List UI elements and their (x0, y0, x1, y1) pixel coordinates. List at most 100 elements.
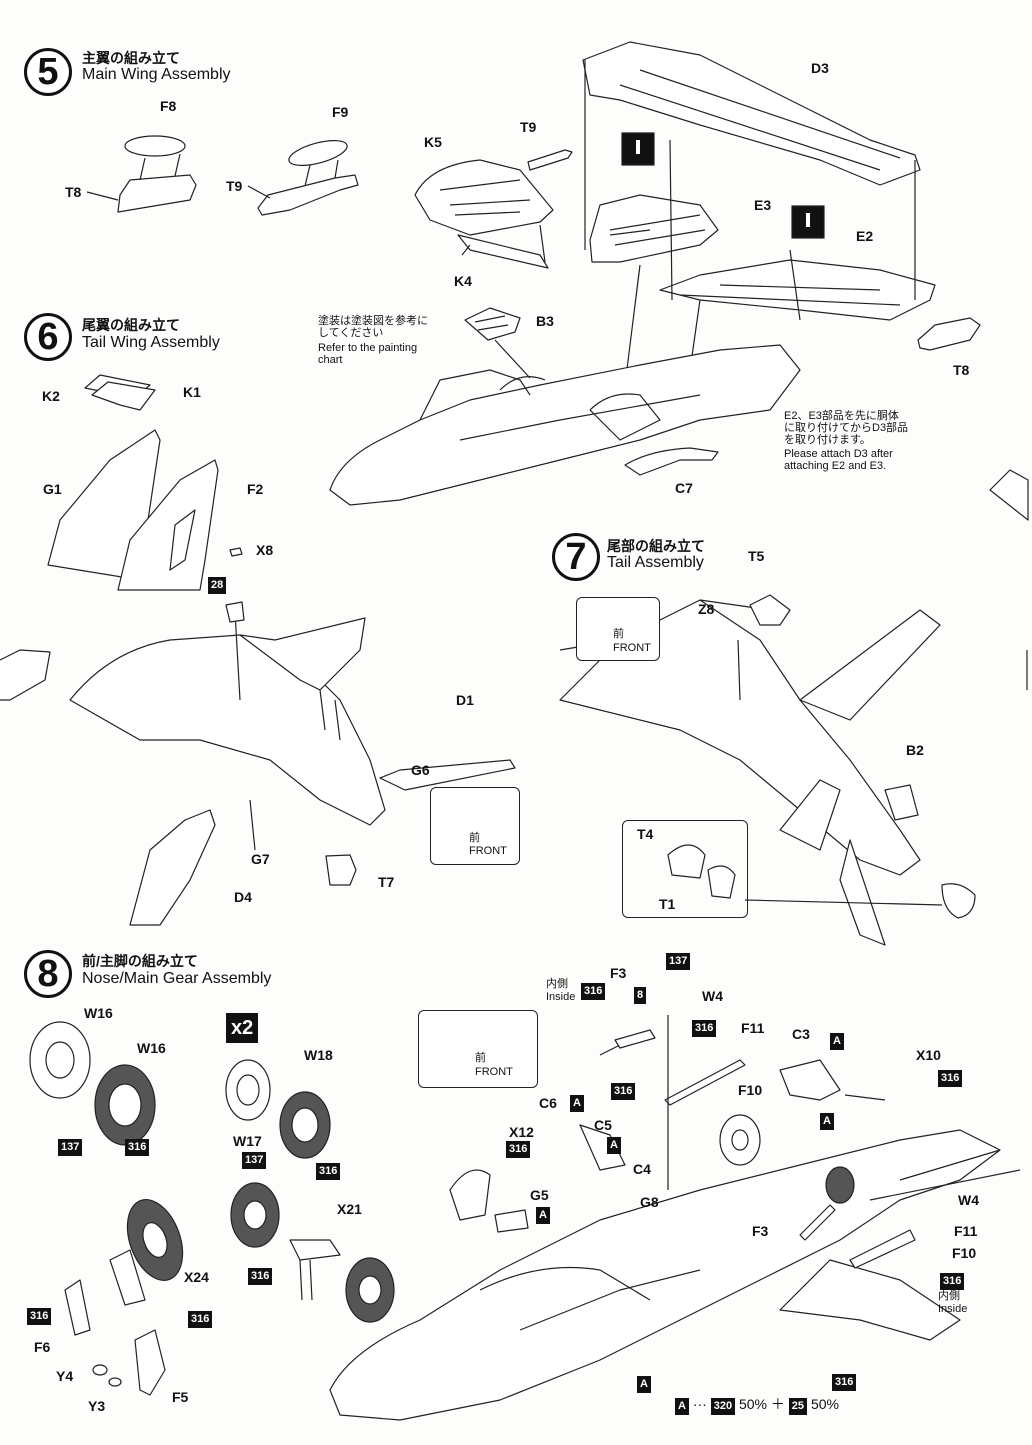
part-label-z8: Z8 (698, 601, 715, 617)
paint-code-a: A (570, 1095, 584, 1112)
step-7-title-en: Tail Assembly (607, 554, 704, 571)
part-label-e3: E3 (754, 197, 772, 213)
part-label-w17: W17 (233, 1133, 262, 1149)
part-label-f8: F8 (160, 98, 177, 114)
inside-label-jp-right: 内側 (938, 1290, 960, 1302)
fuselage-step8-drawing (329, 1015, 1021, 1421)
part-label-k1: K1 (183, 384, 201, 400)
part-label-t9: T9 (226, 178, 243, 194)
paint-code-137: 137 (666, 953, 691, 970)
front-label-jp: 前 (613, 628, 624, 640)
part-label-c4: C4 (633, 1161, 651, 1177)
part-label-t8-right: T8 (953, 362, 970, 378)
inside-label-en-right: Inside (938, 1303, 968, 1315)
nose-gear-f5-f6-drawing (64, 1199, 184, 1396)
paint-code-a: A (607, 1137, 621, 1154)
paint-code-a: A (820, 1113, 834, 1130)
part-label-g8: G8 (640, 1194, 659, 1210)
paint-note-jp: 塗装は塗装図を参考にしてください (318, 315, 428, 339)
step-6-title-jp: 尾翼の組み立て (82, 317, 180, 333)
part-label-f3: F3 (610, 965, 627, 981)
front-label-en: FRONT (475, 1066, 513, 1078)
part-label-f10-right: F10 (952, 1245, 977, 1261)
wheels-w18-w17-drawing (225, 1059, 331, 1159)
part-label-g7: G7 (251, 851, 270, 867)
part-label-x24: X24 (184, 1269, 209, 1285)
paint-code-a: A (637, 1376, 651, 1393)
fuselage-step7-drawing (559, 594, 976, 946)
part-label-f10: F10 (738, 1082, 763, 1098)
front-orientation-box-step6: 前 FRONT (430, 787, 520, 865)
paint-code-316: 316 (506, 1141, 531, 1158)
legend-paint-code-a: A (675, 1398, 689, 1415)
part-label-t9-missile: T9 (520, 119, 537, 135)
paint-code-a: A (536, 1207, 550, 1224)
part-label-w16-a: W16 (84, 1005, 113, 1021)
missile-t9-drawing (527, 149, 573, 171)
part-label-b3: B3 (536, 313, 554, 329)
front-orientation-box-step7: 前 FRONT (576, 597, 660, 661)
tail-inset-t4-t1-drawing (667, 844, 943, 906)
inside-label-jp: 内側 (546, 978, 568, 990)
part-label-d3: D3 (811, 60, 829, 76)
step-5-badge: 5 (24, 48, 72, 96)
part-label-f2: F2 (247, 481, 264, 497)
legend-dots: ··· (692, 1396, 707, 1412)
fuselage-step6-drawing (69, 601, 516, 926)
tail-k1-k2-drawing (84, 374, 156, 411)
part-label-k4: K4 (454, 273, 472, 289)
part-label-c5: C5 (594, 1117, 612, 1133)
part-label-c6: C6 (539, 1095, 557, 1111)
part-label-t1: T1 (659, 896, 676, 912)
part-label-g1: G1 (43, 481, 62, 497)
part-label-x21: X21 (337, 1201, 362, 1217)
part-label-g5: G5 (530, 1187, 549, 1203)
step-8-title-en: Nose/Main Gear Assembly (82, 970, 272, 987)
wheels-w16-drawing (29, 1021, 156, 1146)
front-label-jp: 前 (469, 832, 480, 844)
part-label-f11-right: F11 (954, 1223, 978, 1239)
pylon-f8-t8-drawing (86, 135, 197, 213)
part-label-f9: F9 (332, 104, 349, 120)
legend-plus: ＋ (770, 1396, 785, 1412)
part-label-w16-b: W16 (137, 1040, 166, 1056)
gear-x21-drawing (230, 1182, 395, 1323)
paint-code-316: 316 (940, 1273, 965, 1290)
part-label-b2: B2 (906, 742, 924, 758)
part-label-k2: K2 (42, 388, 60, 404)
front-label-en: FRONT (469, 845, 507, 857)
part-label-y4: Y4 (56, 1368, 74, 1384)
part-label-d4: D4 (234, 889, 252, 905)
part-label-w4: W4 (702, 988, 723, 1004)
paint-code-316: 316 (581, 983, 606, 1000)
front-label-en: FRONT (613, 642, 651, 654)
step-7-badge: 7 (552, 533, 600, 581)
part-label-y3: Y3 (88, 1398, 106, 1414)
part-label-f6: F6 (34, 1339, 51, 1355)
quantity-x2-badge: x2 (226, 1013, 259, 1043)
step-6-title-en: Tail Wing Assembly (82, 334, 220, 351)
paint-code-137: 137 (242, 1152, 267, 1169)
fuselage-step5-drawing (329, 339, 801, 506)
step-8-title-jp: 前/主脚の組み立て (82, 953, 198, 969)
part-label-c7: C7 (675, 480, 693, 496)
pylon-t8-right-drawing (917, 317, 981, 351)
pylon-f9-t9-drawing (247, 140, 359, 216)
paint-code-316: 316 (692, 1020, 717, 1037)
paint-code-316: 316 (188, 1311, 213, 1328)
paint-code-316: 316 (832, 1374, 857, 1391)
front-orientation-box-step8: 前 FRONT (418, 1010, 538, 1088)
paint-note-en: Refer to the painting chart (318, 342, 418, 366)
tail-cone-inset-box: T4 T1 (622, 820, 748, 918)
attach-note-jp: E2、E3部品を先に胴体に取り付けてからD3部品を取り付けます。 (784, 410, 909, 446)
part-label-f5: F5 (172, 1389, 189, 1405)
step-6-badge: 6 (24, 313, 72, 361)
page-edge-marks (0, 469, 1029, 701)
stabilizer-g1-f2-drawing (47, 429, 243, 591)
paint-code-8: 8 (634, 987, 647, 1004)
part-label-t5: T5 (748, 548, 765, 564)
wing-k5-k4-drawing (414, 159, 554, 269)
legend-paint-code-25: 25 (788, 1398, 808, 1415)
part-label-t7: T7 (378, 874, 395, 890)
part-label-x8: X8 (256, 542, 274, 558)
